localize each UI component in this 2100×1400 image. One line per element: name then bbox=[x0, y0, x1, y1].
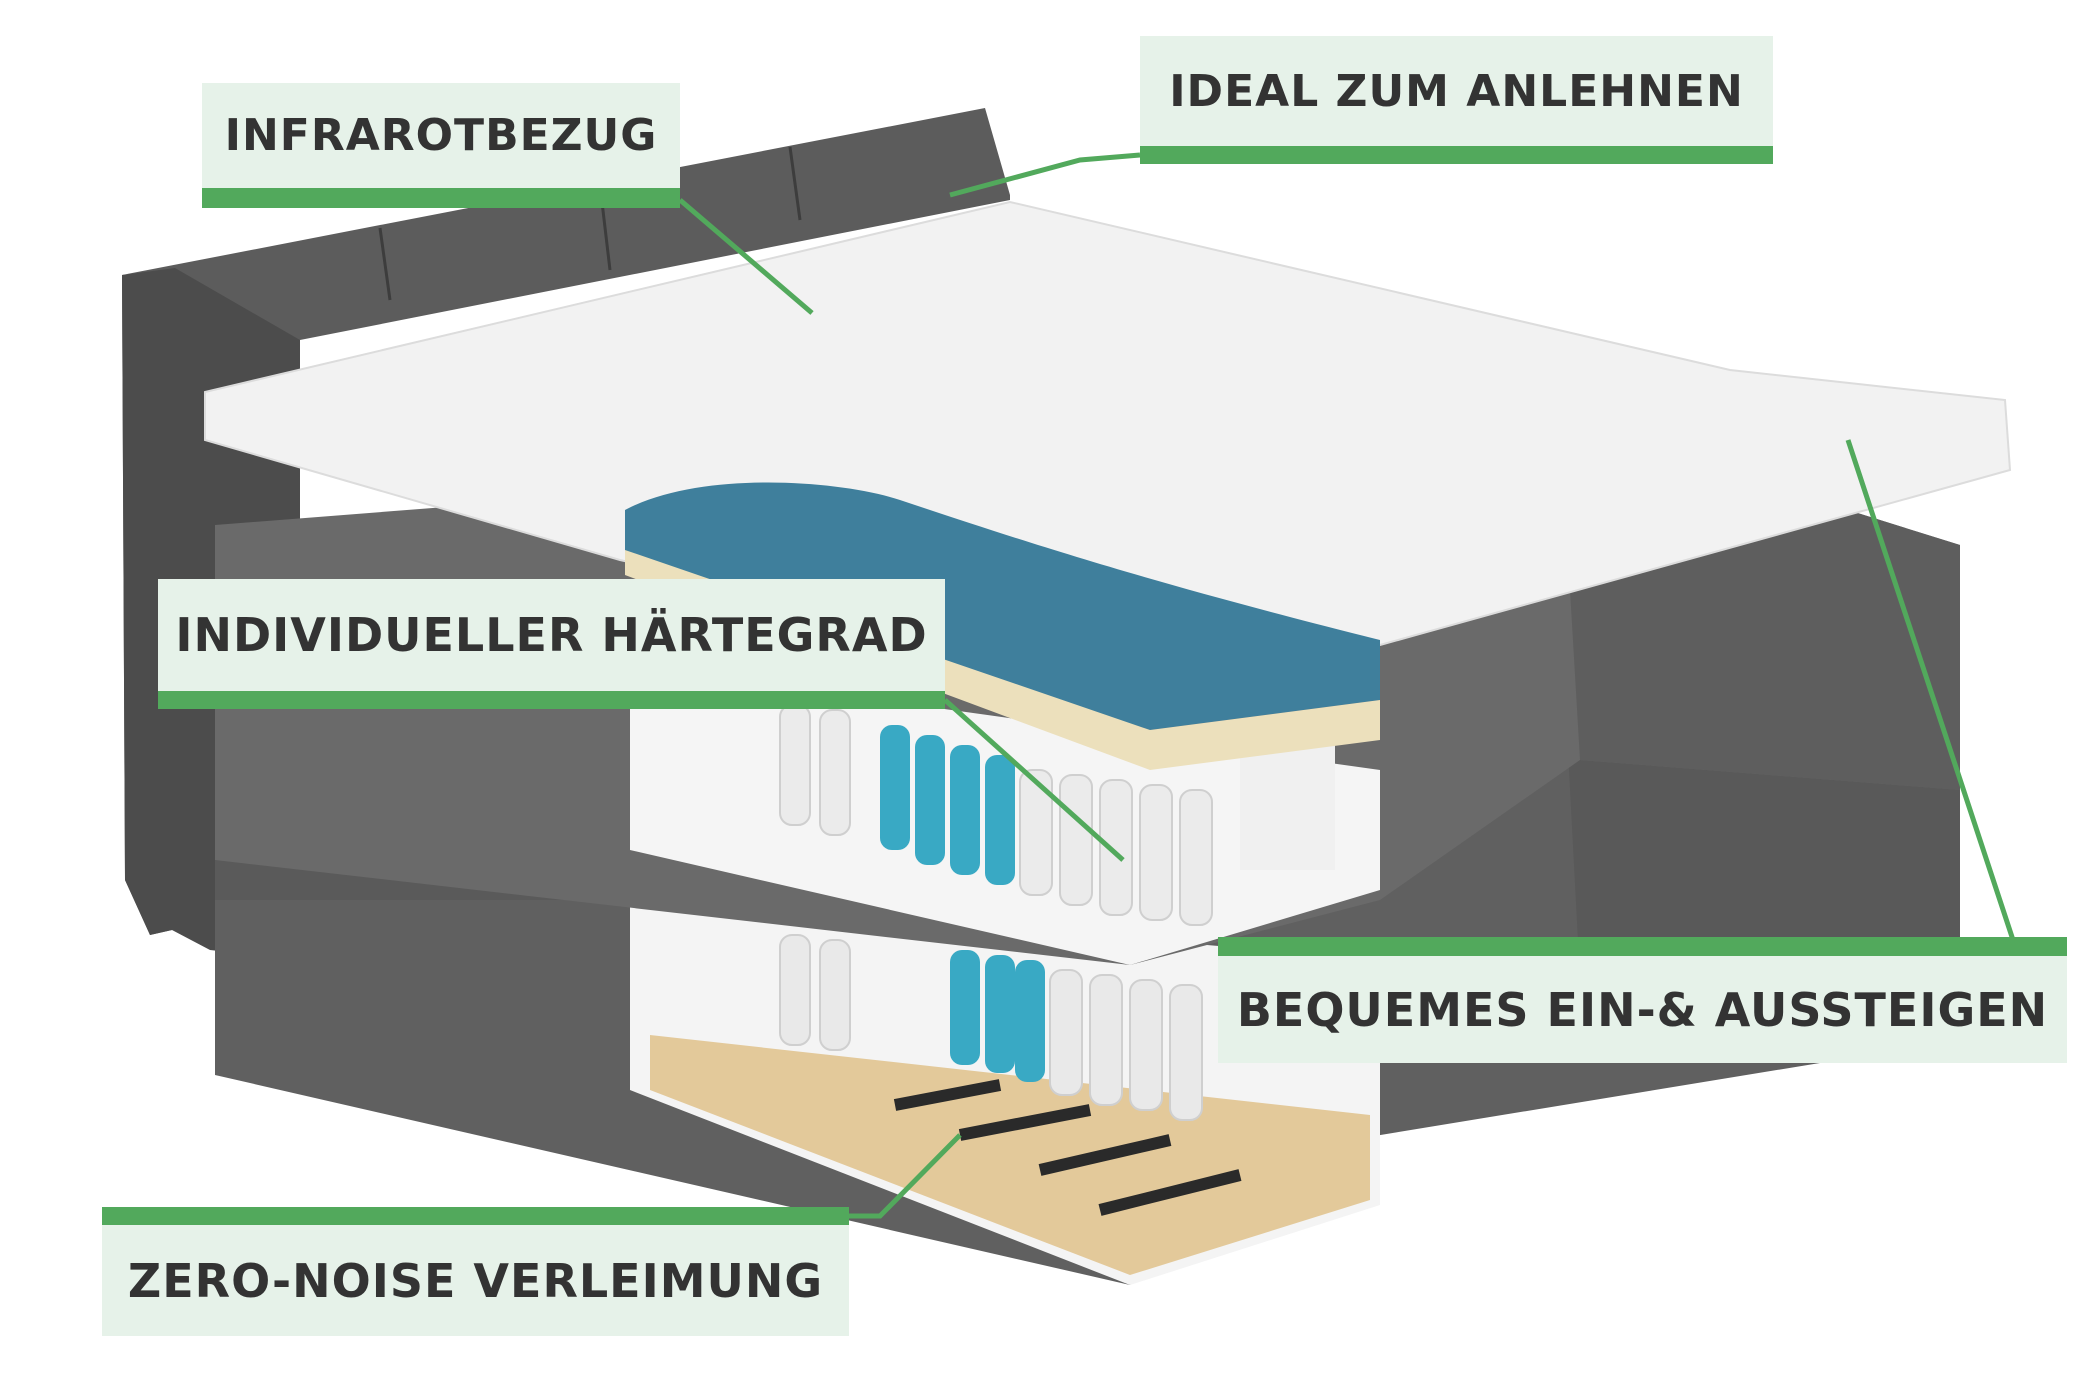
label-easy-entry-exit-text: BEQUEMES EIN-& AUSSTEIGEN bbox=[1236, 982, 2049, 1037]
label-zero-noise-glue-overline bbox=[102, 1207, 849, 1225]
label-infrared-cover-text: INFRAROTBEZUG bbox=[224, 110, 658, 161]
label-individual-firmness: INDIVIDUELLER HÄRTEGRAD bbox=[158, 579, 945, 691]
label-zero-noise-glue: ZERO-NOISE VERLEIMUNG bbox=[102, 1225, 849, 1336]
label-ideal-lean: IDEAL ZUM ANLEHNEN bbox=[1140, 36, 1773, 146]
label-individual-firmness-underline bbox=[158, 691, 945, 709]
label-infrared-cover-underline bbox=[202, 188, 680, 208]
label-individual-firmness-text: INDIVIDUELLER HÄRTEGRAD bbox=[175, 608, 928, 662]
label-easy-entry-exit: BEQUEMES EIN-& AUSSTEIGEN bbox=[1218, 956, 2067, 1063]
label-ideal-lean-text: IDEAL ZUM ANLEHNEN bbox=[1169, 65, 1744, 117]
label-ideal-lean-underline bbox=[1140, 146, 1773, 164]
label-zero-noise-glue-text: ZERO-NOISE VERLEIMUNG bbox=[127, 1253, 824, 1308]
label-easy-entry-exit-overline bbox=[1218, 937, 2067, 956]
topper bbox=[204, 200, 2012, 770]
label-infrared-cover: INFRAROTBEZUG bbox=[202, 83, 680, 188]
